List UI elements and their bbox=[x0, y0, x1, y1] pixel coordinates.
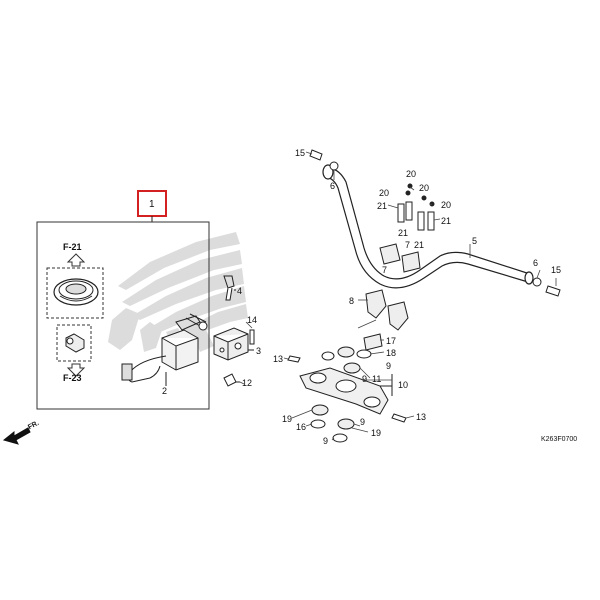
callout-20-left: 20 bbox=[379, 188, 390, 198]
diagram-code: K263F0700 bbox=[541, 436, 578, 443]
front-direction-arrow bbox=[2, 427, 31, 445]
lock-assembly-drawing bbox=[213, 327, 249, 361]
top-bridge-drawing bbox=[299, 367, 389, 415]
ignition-switch-drawing bbox=[121, 313, 208, 383]
callout-21-lower-left: 21 bbox=[398, 228, 409, 238]
callout-12: 12 bbox=[242, 378, 253, 388]
callout-21-left: 21 bbox=[377, 201, 388, 211]
callout-4: 4 bbox=[237, 286, 243, 296]
callout-7-right: 7 bbox=[405, 240, 411, 250]
callout-19-right: 19 bbox=[371, 428, 382, 438]
callout-9-second: 9 bbox=[362, 374, 368, 384]
callout-8: 8 bbox=[349, 296, 355, 306]
callout-3: 3 bbox=[256, 346, 262, 356]
callout-9-lower-right: 9 bbox=[360, 417, 366, 427]
reference-f23: F-23 bbox=[63, 373, 82, 383]
handlebar-drawing bbox=[322, 164, 534, 289]
callout-15-right: 15 bbox=[551, 265, 562, 275]
callout-13-right: 13 bbox=[416, 412, 427, 422]
callout-20-mid: 20 bbox=[419, 183, 430, 193]
fuel-cap-box bbox=[46, 267, 104, 319]
callout-21-right: 21 bbox=[441, 216, 452, 226]
callout-16: 16 bbox=[296, 422, 307, 432]
kit-outline bbox=[36, 221, 210, 410]
callout-9-upper: 9 bbox=[386, 361, 392, 371]
callout-9-bottom: 9 bbox=[323, 436, 329, 446]
callout-20-top: 20 bbox=[406, 169, 417, 179]
callout-17: 17 bbox=[386, 336, 397, 346]
kit-number: 1 bbox=[149, 199, 155, 210]
callout-13-left: 13 bbox=[273, 354, 284, 364]
callout-18: 18 bbox=[386, 348, 397, 358]
callout-5: 5 bbox=[472, 236, 478, 246]
callout-14: 14 bbox=[247, 315, 258, 325]
callout-10: 10 bbox=[398, 380, 409, 390]
callout-15-left: 15 bbox=[295, 148, 306, 158]
callout-19-left: 19 bbox=[282, 414, 293, 424]
callout-20-right: 20 bbox=[441, 200, 452, 210]
key-drawing bbox=[223, 275, 235, 301]
callout-6-right: 6 bbox=[533, 258, 539, 268]
callout-7-left: 7 bbox=[382, 265, 388, 275]
reference-f21: F-21 bbox=[63, 242, 82, 252]
callout-11: 11 bbox=[372, 374, 382, 384]
callout-6-left: 6 bbox=[330, 181, 336, 191]
callout-21-lower-right: 21 bbox=[414, 240, 425, 250]
lock-box bbox=[56, 324, 92, 362]
callout-2: 2 bbox=[162, 386, 168, 396]
